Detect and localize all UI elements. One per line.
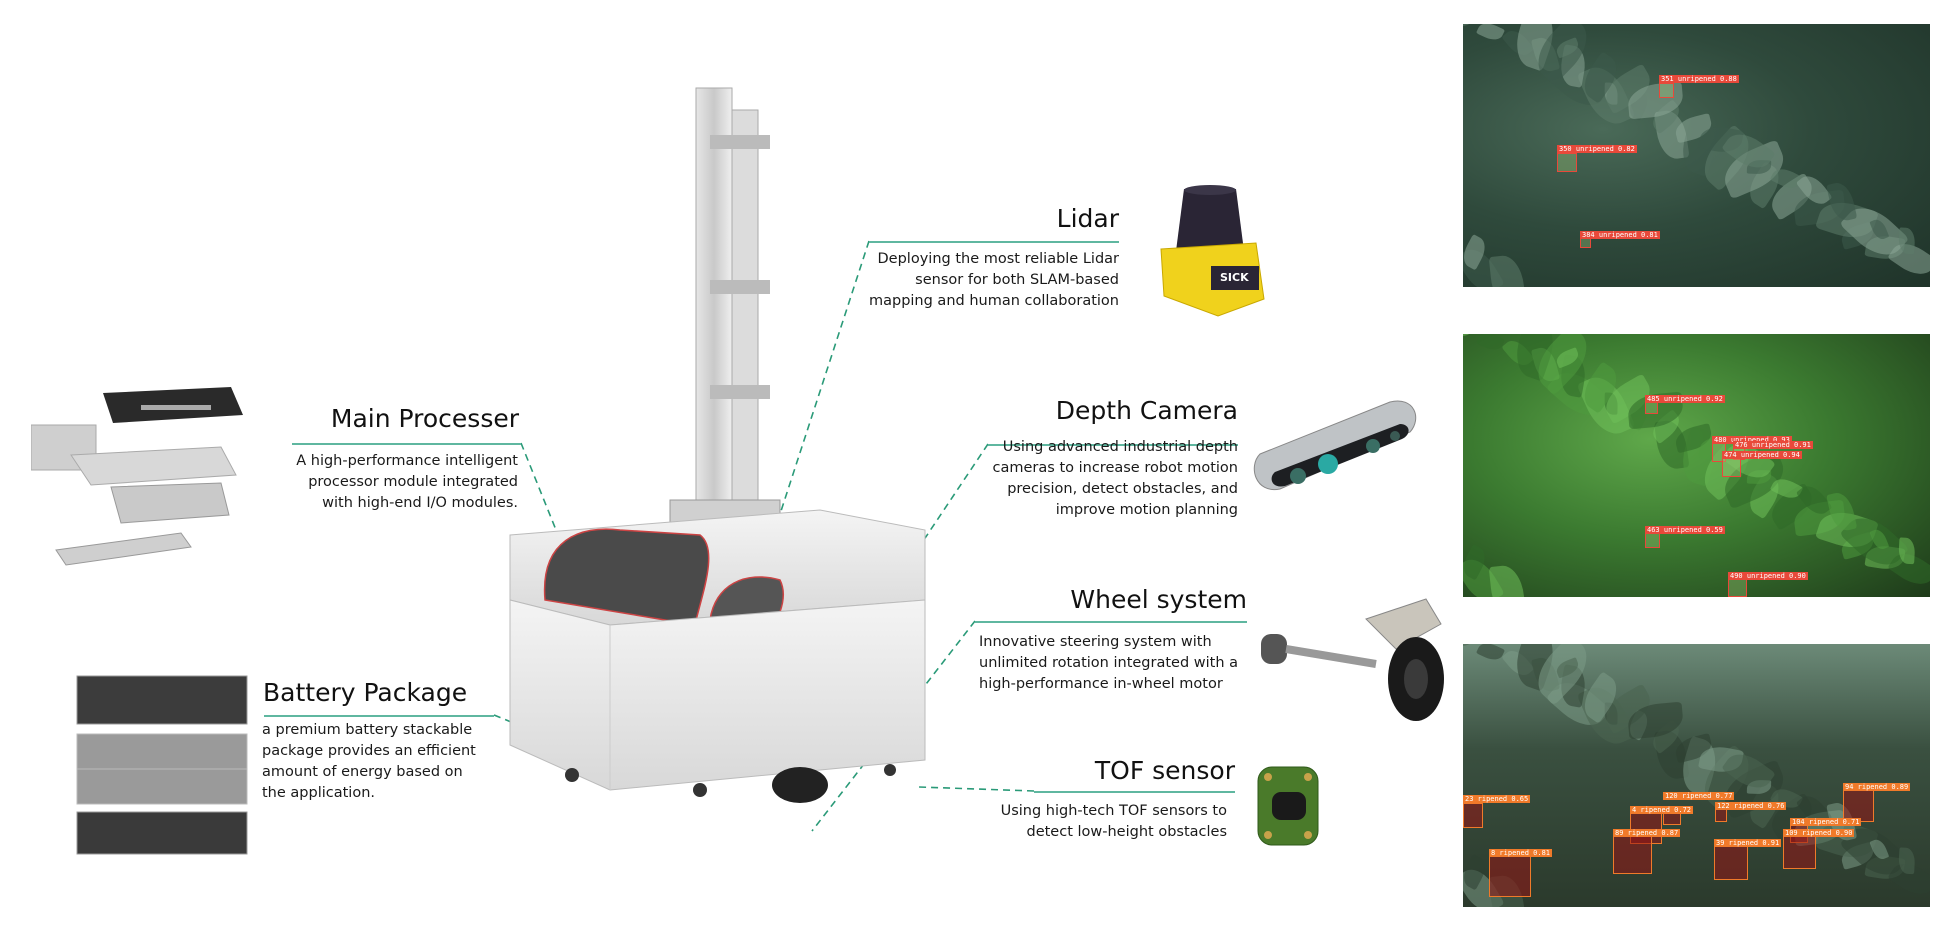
- detection-label: 4 ripened 0.72: [1630, 806, 1694, 814]
- tomato-detection-photo-1: 351 unripened 0.88 350 unripened 0.82 384 …: [1463, 24, 1930, 287]
- detection-box: [1715, 809, 1727, 822]
- sick-logo: SICK: [1220, 271, 1249, 284]
- desc-line: mapping and human collaboration: [868, 293, 1119, 309]
- wheel-system-image: [1261, 598, 1444, 721]
- main-processer-underline: [292, 443, 521, 445]
- leaf-texture: [1898, 537, 1916, 565]
- tof-sensor-title: TOF sensor: [1094, 756, 1235, 785]
- lidar-image: SICK: [1160, 185, 1265, 317]
- detection-label: 8 ripened 0.81: [1489, 849, 1553, 857]
- depth-camera-underline: [988, 444, 1238, 446]
- detection-box: [1659, 83, 1674, 98]
- wheel-system-underline: [975, 621, 1247, 623]
- desc-line: detect low-height obstacles: [1026, 824, 1228, 840]
- tof-sensor-image: [1257, 766, 1319, 846]
- detection-label: 463 unripened 0.59: [1645, 526, 1725, 534]
- detection-label: 109 ripened 0.90: [1783, 829, 1855, 837]
- detection-label: 351 unripened 0.88: [1659, 75, 1739, 83]
- processor-exploded-image: [31, 387, 243, 566]
- tof-sensor-description: Using high-tech TOF sensors to detect lo…: [1001, 801, 1227, 843]
- desc-line: improve motion planning: [1055, 502, 1238, 518]
- leaf-texture: [1488, 563, 1527, 597]
- desc-line: package provides an efficient: [262, 743, 476, 759]
- detection-box: [1613, 836, 1652, 874]
- detection-box: [1843, 790, 1874, 822]
- desc-line: sensor for both SLAM-based: [915, 272, 1119, 288]
- battery-package-image: [76, 675, 248, 855]
- desc-line: Using advanced industrial depth: [1002, 439, 1238, 455]
- detection-label: 120 ripened 0.77: [1663, 792, 1735, 800]
- detection-box: [1645, 402, 1658, 414]
- tof-sensor-underline: [1034, 791, 1235, 793]
- desc-line: precision, detect obstacles, and: [1007, 481, 1238, 497]
- detection-box: [1714, 846, 1748, 880]
- battery-package-title: Battery Package: [263, 678, 468, 707]
- desc-line: with high-end I/O modules.: [322, 495, 518, 511]
- detection-label: 122 ripened 0.76: [1715, 802, 1787, 810]
- desc-line: Innovative steering system with: [979, 634, 1212, 650]
- leaf-texture: [1488, 253, 1527, 287]
- depth-camera-image: [1253, 400, 1417, 491]
- detection-label: 485 unripened 0.92: [1645, 395, 1725, 403]
- depth-camera-description: Using advanced industrial depth cameras …: [993, 437, 1238, 521]
- desc-line: high-performance in-wheel motor: [979, 676, 1223, 692]
- detection-label: 384 unripened 0.81: [1580, 231, 1660, 239]
- desc-line: processor module integrated: [308, 474, 518, 490]
- desc-line: cameras to increase robot motion: [992, 460, 1238, 476]
- detection-label: 490 unripened 0.90: [1728, 572, 1808, 580]
- desc-line: Deploying the most reliable Lidar: [877, 251, 1119, 267]
- detection-box: [1722, 457, 1741, 477]
- desc-line: the application.: [262, 785, 375, 801]
- wheel-system-title: Wheel system: [1070, 585, 1247, 614]
- desc-line: unlimited rotation integrated with a: [979, 655, 1239, 671]
- leaf-texture: [1476, 644, 1505, 664]
- depth-camera-title: Depth Camera: [1055, 396, 1238, 425]
- lidar-underline: [869, 241, 1119, 243]
- leaf-texture: [1463, 644, 1473, 646]
- leaf-texture: [1476, 334, 1505, 354]
- detection-box: [1489, 856, 1531, 897]
- detection-box: [1783, 836, 1816, 869]
- leaf-texture: [1463, 24, 1473, 26]
- robot-illustration: [509, 87, 926, 803]
- detection-box: [1463, 803, 1483, 828]
- main-processer-title: Main Processer: [330, 404, 519, 433]
- desc-line: amount of energy based on: [262, 764, 463, 780]
- detection-label: 89 ripened 0.87: [1613, 829, 1681, 837]
- detection-label: 474 unripened 0.94: [1722, 451, 1802, 459]
- detection-label: 480 unripened 0.93: [1712, 436, 1792, 444]
- detection-label: 94 ripened 0.89: [1843, 783, 1911, 791]
- detection-box: [1728, 579, 1747, 597]
- leaf-texture: [1898, 847, 1916, 875]
- detection-label: 476 unripened 0.91: [1733, 441, 1813, 449]
- battery-package-underline: [264, 715, 494, 717]
- detection-label: 104 ripened 0.71: [1790, 818, 1862, 826]
- detection-box: [1645, 533, 1660, 548]
- desc-line: a premium battery stackable: [262, 722, 473, 738]
- leaf-texture: [1898, 227, 1916, 255]
- lidar-description: Deploying the most reliable Lidar sensor…: [869, 249, 1119, 312]
- battery-package-description: a premium battery stackable package prov…: [262, 720, 476, 804]
- desc-line: A high-performance intelligent: [296, 453, 518, 469]
- leaf-texture: [1476, 24, 1505, 44]
- pepper-detection-photo: 23 ripened 0.65 120 ripened 0.77 4 ripened…: [1463, 644, 1930, 907]
- leaf-texture: [1463, 334, 1473, 336]
- detection-label: 23 ripened 0.65: [1463, 795, 1531, 803]
- detection-box: [1557, 153, 1577, 172]
- lidar-title: Lidar: [1056, 204, 1119, 233]
- detection-label: 350 unripened 0.82: [1557, 145, 1637, 153]
- main-processer-description: A high-performance intelligent processor…: [296, 451, 518, 514]
- wheel-system-description: Innovative steering system with unlimite…: [979, 632, 1238, 695]
- desc-line: Using high-tech TOF sensors to: [1000, 803, 1227, 819]
- detection-box: [1580, 238, 1591, 248]
- detection-label: 39 ripened 0.91: [1714, 839, 1782, 847]
